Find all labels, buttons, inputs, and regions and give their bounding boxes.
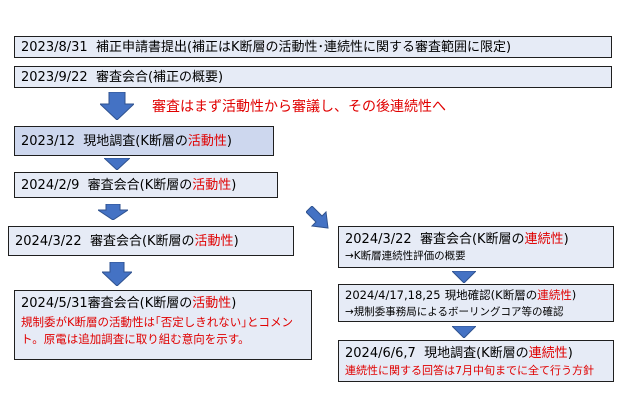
event-highlight: 連続性 [537,288,572,302]
event-text: 現地調査(K断層の [83,134,188,149]
event-box-2023-08-31: 2023/8/31 補正申請書提出(補正はK断層の活動性･連続性に関する審査範囲… [14,36,612,58]
event-date: 2024/4/17,18,25 [345,288,441,302]
event-suffix: ) [571,288,577,302]
event-highlight: 連続性 [524,232,564,247]
event-date: 2024/3/22 [345,232,412,247]
event-text: 審査会合(補正の概要) [95,70,224,85]
down-arrow-right-1 [452,271,476,283]
event-box-2024-02-09: 2024/2/9 審査会合(K断層の活動性) [14,172,278,198]
down-arrow-4 [102,262,132,286]
event-date: 2024/3/22 [15,234,82,249]
event-date: 2023/8/31 [21,40,88,55]
event-date: 2024/5/31 [21,296,88,311]
event-text: 審査会合(K断層の [89,234,195,249]
event-suffix: ) [233,234,239,249]
event-text: 審査会合(K断層の [87,178,193,193]
event-date: 2023/12 [21,134,76,149]
event-note: 連続性に関する回答は7月中旬までに全て行う方針 [345,364,594,377]
event-highlight: 活動性 [194,234,234,249]
event-suffix: ) [231,296,237,311]
down-arrow-1 [100,92,134,120]
diagonal-arrow [306,206,329,229]
event-box-2024-03-22-continuity: 2024/3/22 審査会合(K断層の連続性) →K断層連続性評価の概要 [338,226,614,268]
event-box-2024-05-31: 2024/5/31審査会合(K断層の活動性) 規制委がK断層の活動性は｢否定しき… [14,290,312,360]
event-sub: →規制委事務局によるボーリングコア等の確認 [345,306,564,318]
event-box-2023-12: 2023/12 現地調査(K断層の活動性) [14,126,274,156]
event-text: 審査会合(K断層の [419,232,525,247]
event-highlight: 活動性 [192,178,232,193]
event-highlight: 活動性 [187,134,227,149]
event-text: 現地調査(K断層の [424,346,529,361]
event-box-2024-04-17: 2024/4/17,18,25 現地確認(K断層の連続性) →規制委事務局による… [338,284,614,322]
event-box-2024-03-22-activity: 2024/3/22 審査会合(K断層の活動性) [8,226,294,256]
event-highlight: 連続性 [528,346,568,361]
event-suffix: ) [567,346,573,361]
event-note: 規制委がK断層の活動性は｢否定しきれない｣とコメント。原電は追加調査に取り組む意… [21,315,294,346]
event-text: 補正申請書提出(補正はK断層の活動性･連続性に関する審査範囲に限定) [95,40,512,55]
event-box-2023-09-22: 2023/9/22 審査会合(補正の概要) [14,66,612,88]
event-text: 現地確認(K断層の [444,288,538,302]
event-highlight: 活動性 [192,296,232,311]
event-suffix: ) [563,232,569,247]
event-suffix: ) [231,178,237,193]
down-arrow-right-2 [452,326,476,338]
down-arrow-2 [104,158,130,170]
event-date: 2024/2/9 [21,178,80,193]
event-date: 2023/9/22 [21,70,88,85]
event-suffix: ) [226,134,232,149]
down-arrow-3 [98,204,128,220]
event-date: 2024/6/6,7 [345,346,416,361]
event-text: 審査会合(K断層の [87,296,193,311]
flow-annotation: 審査はまず活動性から審議し、その後連続性へ [152,99,446,115]
event-sub: →K断層連続性評価の概要 [345,250,466,262]
event-box-2024-06-06: 2024/6/6,7 現地調査(K断層の連続性) 連続性に関する回答は7月中旬ま… [338,340,614,382]
